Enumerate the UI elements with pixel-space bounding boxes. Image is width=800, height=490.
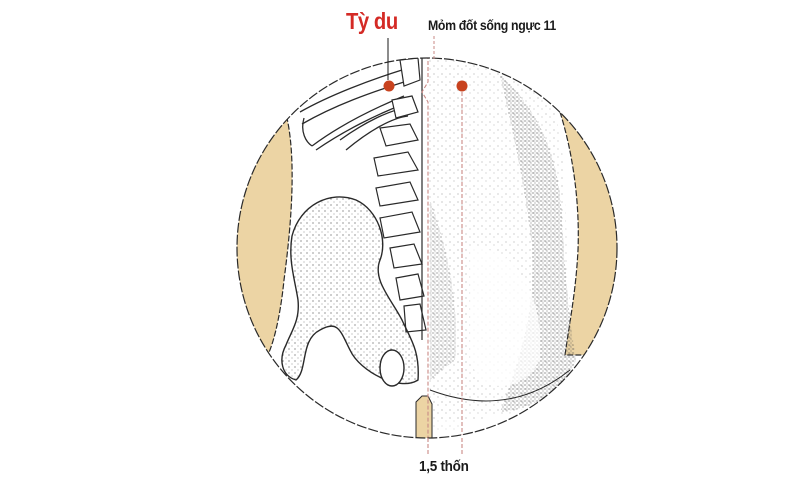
spine-midline-guide xyxy=(421,58,429,438)
distance-label: 1,5 thốn xyxy=(419,458,469,475)
acupoint-dot-right xyxy=(456,80,468,92)
spine xyxy=(373,58,427,340)
pelvis xyxy=(281,196,419,387)
reference-label: Mỏm đốt sống ngực 11 xyxy=(428,17,556,33)
body-view xyxy=(237,58,617,438)
acupoint-dot-left xyxy=(383,80,395,92)
view-circle-outline xyxy=(236,57,618,439)
acupoint-label: Tỳ du xyxy=(346,8,398,34)
